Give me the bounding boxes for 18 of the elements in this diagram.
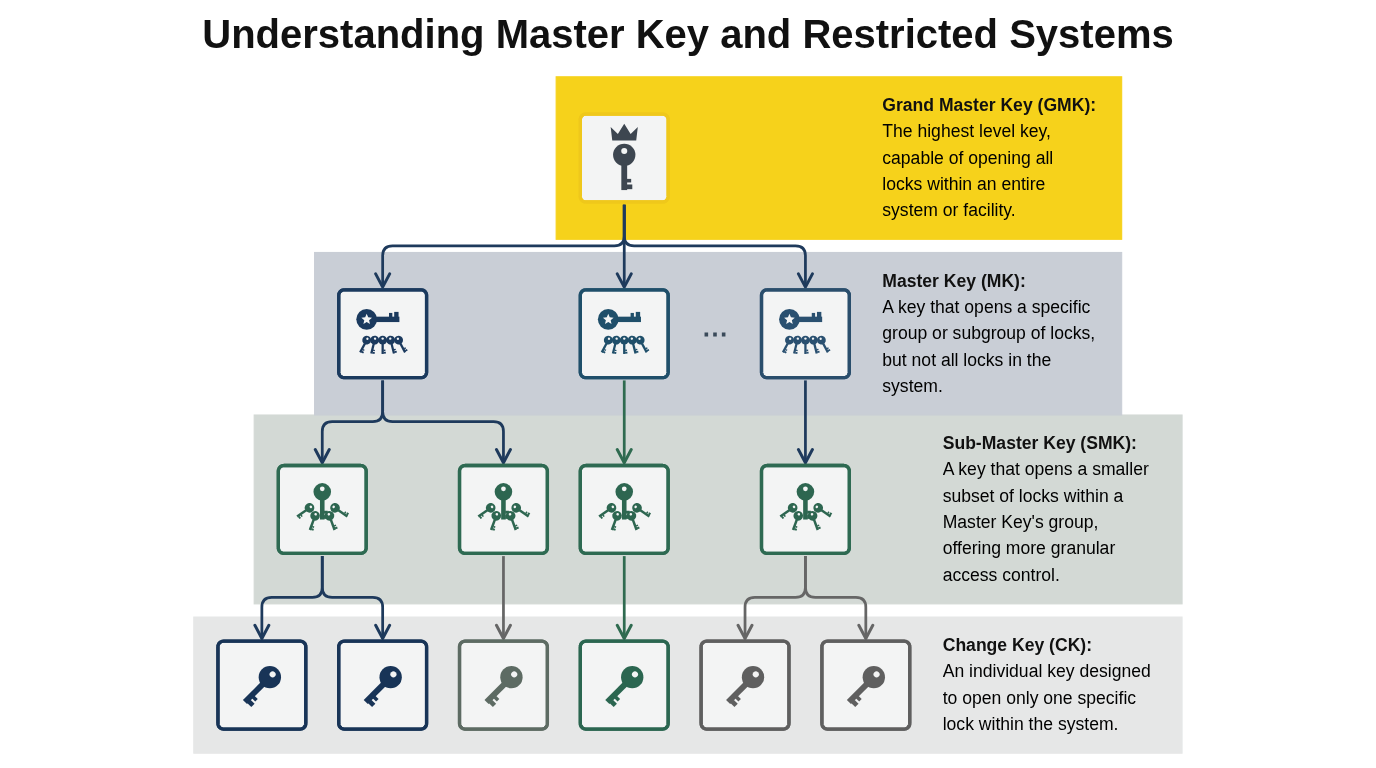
arrow bbox=[381, 380, 512, 465]
arrow bbox=[622, 204, 814, 289]
arrow bbox=[804, 556, 875, 640]
level-description: An individual key designed to open only one specific lock within the system. bbox=[942, 662, 1152, 734]
arrow bbox=[797, 380, 814, 465]
level-description: A key that opens a smaller subset of locks within a Master Key's group, offering more granular access control. bbox=[942, 460, 1150, 585]
level-heading: Change Key (CK): bbox=[942, 635, 1093, 655]
arrow bbox=[320, 556, 392, 640]
ellipsis-text: ⋯ bbox=[701, 320, 728, 347]
title: Understanding Master Key and Restricted Systems bbox=[202, 11, 1174, 58]
level-description: The highest level key, capable of opening all locks within an entire system or facility. bbox=[882, 121, 1055, 220]
level-heading: Grand Master Key (GMK): bbox=[882, 95, 1097, 115]
arrow bbox=[615, 556, 633, 640]
level-heading: Sub-Master Key (SMK): bbox=[942, 433, 1137, 453]
arrow bbox=[495, 556, 512, 640]
arrow bbox=[615, 380, 633, 465]
level-heading: Master Key (MK): bbox=[882, 271, 1026, 290]
level-description: A key that opens a specific group or subgroup of locks, but not all locks in the system. bbox=[882, 297, 1097, 396]
